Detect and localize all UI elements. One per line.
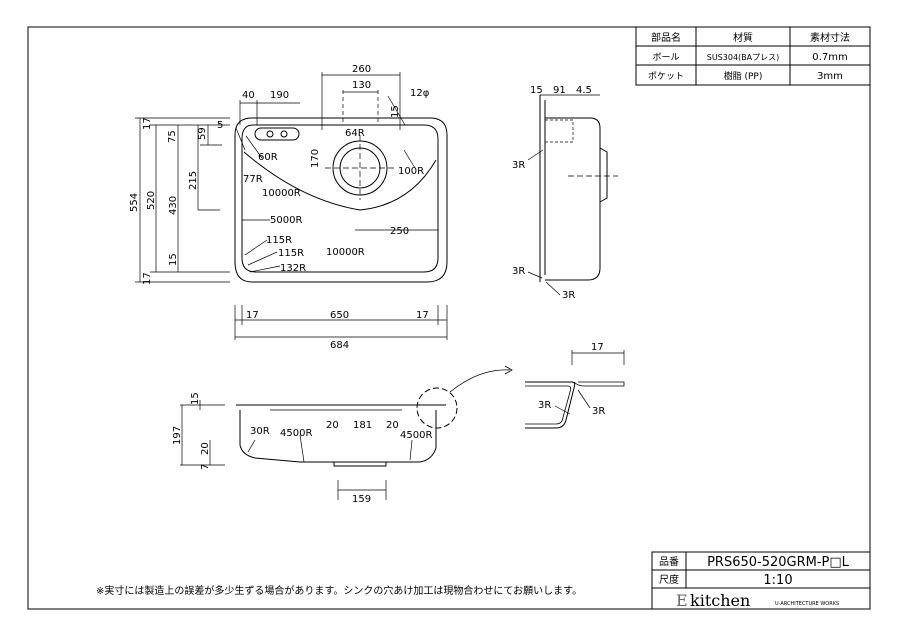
dim-label: 554 — [129, 193, 140, 212]
dim-label: 4.5 — [576, 85, 592, 96]
table-cell: 樹脂 (PP) — [724, 70, 763, 82]
plan-view — [135, 72, 448, 340]
dim-label: 17 — [142, 117, 153, 130]
radius-label: 10000R — [326, 247, 365, 258]
disclaimer-note: ※実寸には製造上の誤差が多少生ずる場合があります。シンクの穴あけ加工は現物合わせ… — [96, 584, 582, 597]
radius-label: 115R — [278, 248, 304, 259]
dim-label: 190 — [270, 90, 289, 101]
pocket-curve — [243, 151, 437, 211]
side-view — [527, 94, 618, 296]
detail-view-labels: 17 3R 3R — [538, 342, 605, 417]
material-table: 部品名 材質 素材寸法 ボール SUS304(BAプレス) 0.7mm ポケット… — [635, 26, 871, 86]
plan-view-labels: 40 190 260 130 12φ 17 75 59 5 215 554 52… — [129, 64, 430, 351]
radius-label: 3R — [592, 406, 605, 417]
table-cell: SUS304(BAプレス) — [707, 53, 779, 62]
dim-label: 15 — [390, 105, 401, 118]
scale-value: 1:10 — [763, 573, 792, 588]
dim-label: 430 — [168, 196, 179, 215]
table-cell: 0.7mm — [812, 52, 847, 63]
table-cell: ボール — [652, 52, 679, 63]
detail-arrow — [449, 369, 511, 393]
dim-label: 520 — [146, 191, 157, 210]
brand-prefix: E — [676, 591, 688, 610]
table-header-part: 部品名 — [651, 31, 681, 44]
scale-label: 尺度 — [659, 573, 679, 586]
radius-label: 3R — [512, 160, 525, 171]
dim-label: 159 — [352, 494, 371, 505]
dim-label: 17 — [142, 272, 153, 285]
dim-label: 59 — [197, 127, 208, 140]
dim-label: 20 — [200, 442, 211, 455]
radius-label: 3R — [512, 266, 525, 277]
radius-label: 64R — [345, 128, 365, 139]
dim-label: 5 — [217, 120, 223, 131]
table-header-material: 材質 — [733, 31, 753, 44]
dim-label: 197 — [172, 426, 183, 445]
dim-label: 250 — [390, 226, 409, 237]
dim-label: 40 — [242, 90, 255, 101]
sink-flange-outline — [234, 117, 448, 283]
dim-label: 75 — [167, 130, 178, 143]
model-number: PRS650-520GRM-P□L — [707, 555, 850, 570]
radius-label: 4500R — [280, 428, 312, 439]
dim-label: 12φ — [410, 88, 430, 99]
radius-label: 5000R — [270, 215, 302, 226]
brand-subtitle: U-ARCHITECTURE WORKS — [775, 601, 839, 607]
dim-label: 15 — [190, 392, 201, 405]
detail-circle — [416, 387, 458, 429]
sink-bowl-outline — [241, 124, 439, 273]
dim-label: 17 — [246, 310, 259, 321]
dim-label: 91 — [553, 85, 566, 96]
faucet-mount — [254, 127, 300, 141]
radius-label: 30R — [250, 426, 270, 437]
radius-label: 77R — [243, 174, 263, 185]
dim-label: 260 — [352, 64, 371, 75]
table-cell: 3mm — [817, 71, 843, 82]
radius-label: 3R — [562, 290, 575, 301]
dim-label: 15 — [168, 253, 179, 266]
radius-label: 60R — [258, 152, 278, 163]
front-view-labels: 15 197 20 7 20 181 20 159 30R 4500R 4500… — [172, 392, 432, 505]
dim-label: 15 — [530, 85, 543, 96]
dim-label: 170 — [310, 149, 321, 168]
side-view-labels: 15 91 4.5 3R 3R 3R — [512, 85, 592, 301]
drawing-border — [27, 26, 871, 610]
radius-label: 132R — [280, 263, 306, 274]
dim-label: 17 — [416, 310, 429, 321]
dim-label: 20 — [386, 420, 399, 431]
dim-label: 17 — [591, 342, 604, 353]
dim-label: 650 — [330, 310, 349, 321]
radius-label: 100R — [398, 166, 424, 177]
dim-label: 181 — [353, 420, 372, 431]
radius-label: 4500R — [400, 430, 432, 441]
radius-label: 3R — [538, 400, 551, 411]
dim-label: 684 — [330, 340, 349, 351]
dim-label: 20 — [326, 420, 339, 431]
front-view — [180, 365, 513, 500]
detail-view — [525, 350, 625, 429]
table-header-size: 素材寸法 — [810, 31, 850, 44]
dim-label: 7 — [200, 464, 211, 470]
radius-label: 10000R — [262, 188, 301, 199]
brand-logo: kitchen — [690, 591, 750, 610]
table-cell: ポケット — [648, 71, 684, 82]
dim-label: 130 — [352, 80, 371, 91]
radius-label: 115R — [266, 235, 292, 246]
title-block: 品番 PRS650-520GRM-P□L 尺度 1:10 E kitchen U… — [651, 551, 871, 610]
dim-label: 215 — [188, 171, 199, 190]
model-label: 品番 — [659, 556, 679, 568]
